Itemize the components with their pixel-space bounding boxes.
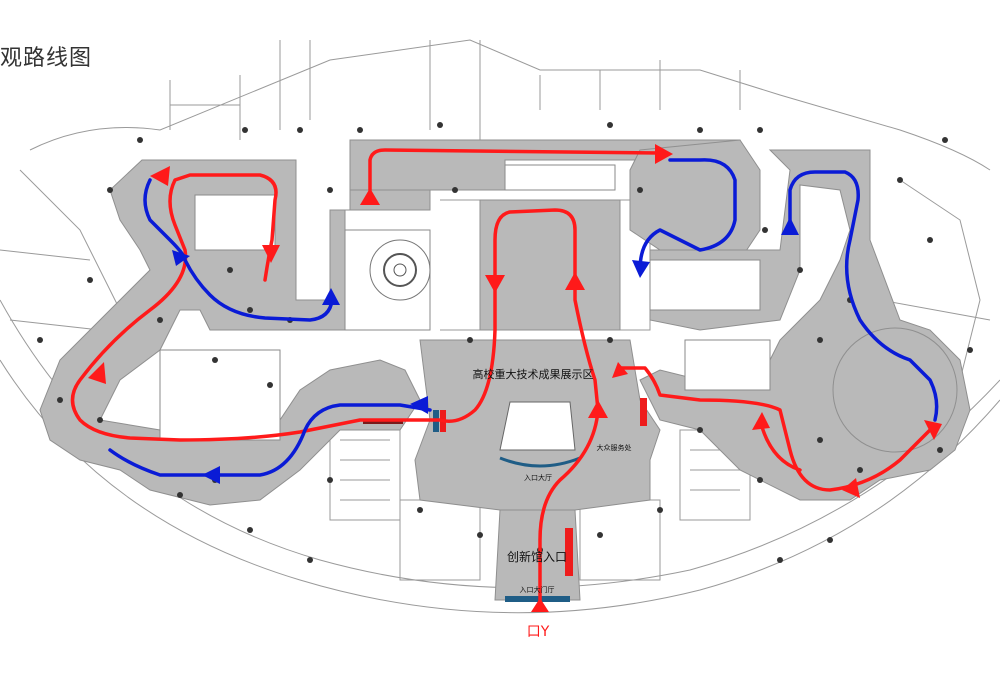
route-blue bbox=[108, 158, 939, 477]
arrow-red-11 bbox=[842, 478, 860, 498]
label-start-marker: 口Y bbox=[527, 624, 550, 640]
route-blue-path-far-right bbox=[788, 170, 939, 422]
floor-areas bbox=[39, 139, 971, 601]
arrow-blue-4 bbox=[322, 288, 340, 305]
route-blue-path-left bbox=[108, 403, 432, 477]
label-entrance-gate: 入口大门厅 bbox=[520, 585, 555, 594]
arrow-red-4 bbox=[88, 362, 106, 384]
label-lobby: 入口大厅 bbox=[524, 473, 552, 482]
arrow-red-3 bbox=[485, 275, 505, 293]
arrow-red-1 bbox=[588, 400, 608, 418]
arrow-blue-1 bbox=[410, 396, 428, 414]
lobby-stage bbox=[499, 401, 581, 468]
label-entrance: 创新馆入口 bbox=[507, 549, 567, 564]
arrow-red-2 bbox=[565, 272, 585, 290]
door-right-red bbox=[640, 398, 647, 426]
arrow-red-7 bbox=[360, 188, 380, 205]
arrow-blue-5 bbox=[632, 260, 650, 278]
arrow-blue-6 bbox=[781, 217, 799, 235]
page-title: 观路线图 bbox=[0, 46, 93, 71]
arrow-red-8 bbox=[655, 144, 673, 164]
round-booth bbox=[369, 239, 431, 301]
arrow-blue-2 bbox=[202, 466, 220, 484]
label-service-desk: 大众服务处 bbox=[597, 443, 632, 452]
entrance-gate-bar bbox=[505, 596, 570, 602]
rooms bbox=[159, 164, 771, 441]
route-red-arrows bbox=[88, 144, 942, 612]
label-exhibition-hall: 高校重大技术成果展示区 bbox=[473, 367, 594, 381]
door-bar-left bbox=[363, 420, 403, 424]
arrow-red-start bbox=[531, 598, 549, 612]
arrow-red-6 bbox=[262, 245, 280, 263]
arrow-red-10 bbox=[752, 412, 770, 430]
route-red-path-upper bbox=[368, 148, 662, 192]
route-blue-arrows bbox=[172, 217, 799, 484]
route-blue-path-right bbox=[638, 158, 737, 272]
arrow-red-9 bbox=[612, 362, 628, 378]
route-blue-path-upper-left bbox=[143, 178, 334, 322]
arrow-blue-3 bbox=[172, 250, 190, 266]
arrow-red-12 bbox=[924, 420, 942, 440]
route-red-path bbox=[70, 173, 600, 612]
arrow-red-5 bbox=[150, 166, 170, 186]
map-labels: 高校重大技术成果展示区 入口大厅 大众服务处 创新馆入口 入口大门厅 口Y bbox=[473, 367, 632, 640]
door-entrance-red bbox=[565, 528, 573, 576]
